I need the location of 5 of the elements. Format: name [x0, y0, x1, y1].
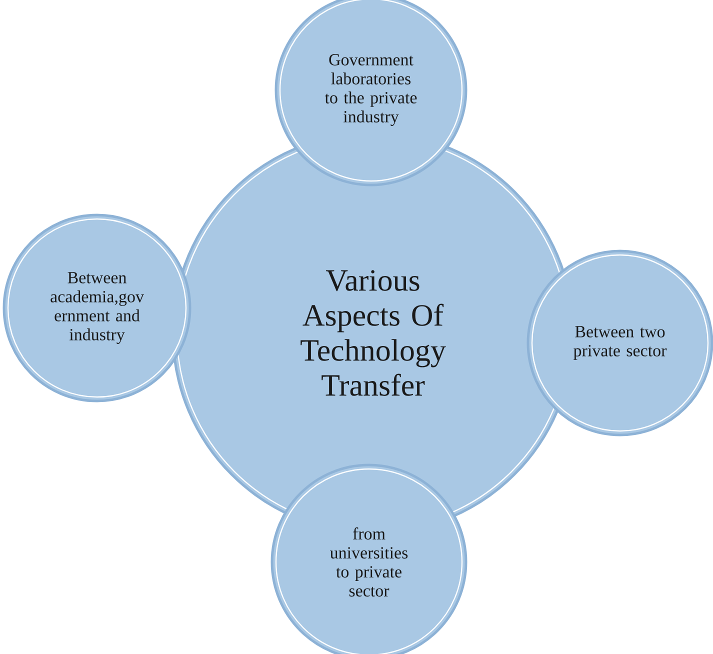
bubble-label: Various Aspects Of Technology Transfer — [300, 270, 446, 396]
bubble-label: from universities to private sector — [330, 527, 408, 597]
bubble-label: Between academia,gov ernment and industry — [50, 272, 144, 344]
bubble-label: Between two private sector — [574, 326, 667, 360]
bubble-label: Government laboratories to the private industry — [324, 54, 417, 126]
